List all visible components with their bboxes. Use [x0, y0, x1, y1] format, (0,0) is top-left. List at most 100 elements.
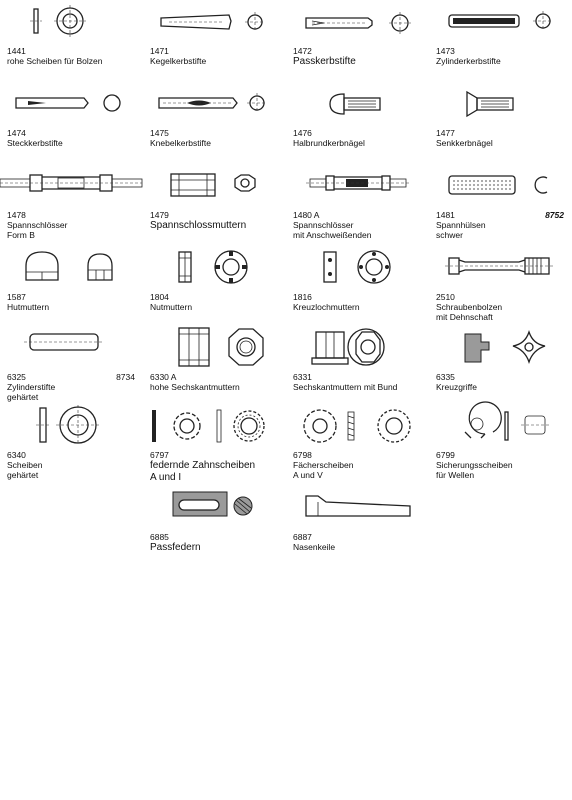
star-knob-icon	[464, 329, 546, 365]
part-extra-number: 8752	[545, 210, 564, 220]
part-number: 1478	[7, 210, 26, 220]
part-1475: 1475 Knebelkerbstifte	[143, 82, 286, 162]
part-number: 6325	[7, 372, 26, 382]
part-number: 6797	[150, 450, 169, 460]
part-number: 1480 A	[293, 210, 320, 220]
washer-icon	[30, 5, 86, 37]
turnbuckle-nut-icon	[170, 173, 256, 197]
cylindrical-grooved-pin-icon	[448, 11, 553, 31]
slotted-round-nut-icon	[178, 250, 248, 284]
part-1804: 1804 Nutmuttern	[143, 246, 286, 326]
cap-nut-icon	[25, 251, 113, 281]
part-number: 6335	[436, 372, 455, 382]
part-1441: 1441 rohe Scheiben für Bolzen	[0, 0, 143, 80]
high-hex-nut-icon	[178, 327, 264, 367]
part-number: 1472	[293, 46, 312, 56]
part-6330A: 6330 A hohe Sechskantmuttern	[143, 326, 286, 406]
retaining-washer-icon	[464, 401, 549, 441]
part-name: Knebelkerbstifte	[150, 138, 211, 148]
round-head-grooved-nail-icon	[329, 93, 381, 115]
part-1816: 1816 Kreuzlochmuttern	[286, 246, 429, 326]
toothed-lock-washer-icon	[152, 409, 265, 443]
plug-grooved-pin-icon	[15, 94, 121, 112]
part-1587: 1587 Hutmuttern	[0, 246, 143, 326]
part-name: Hutmuttern	[7, 302, 50, 312]
part-number: 1477	[436, 128, 455, 138]
part-number: 1481	[436, 210, 455, 220]
part-1473: 1473 Zylinderkerbstifte	[429, 0, 572, 80]
part-1479: 1479 Spannschlossmuttern	[143, 164, 286, 244]
reduced-shank-bolt-icon	[445, 257, 553, 275]
part-6885: 6885 Passfedern	[143, 486, 286, 566]
turnbuckle-weld-ends-icon	[306, 175, 410, 191]
turnbuckle-icon	[0, 174, 143, 192]
part-name: Nasenkeile	[293, 542, 336, 552]
part-number: 1476	[293, 128, 312, 138]
part-number: 2510	[436, 292, 455, 302]
part-name: Spannschlossmuttern	[150, 220, 247, 231]
part-number: 1474	[7, 128, 26, 138]
cross-hole-nut-icon	[323, 250, 391, 284]
serrated-lock-washer-icon	[303, 409, 411, 443]
fitted-grooved-pin-icon	[305, 12, 411, 34]
part-6331: 6331 Sechskantmuttern mit Bund	[286, 326, 429, 406]
part-number: 6330 A	[150, 372, 177, 382]
part-name: Steckkerbstifte	[7, 138, 63, 148]
part-name: Kreuzgriffe	[436, 382, 477, 392]
part-number: 1804	[150, 292, 169, 302]
part-name: Passfedern	[150, 542, 201, 553]
toggle-grooved-pin-icon	[158, 93, 267, 113]
part-number: 1475	[150, 128, 169, 138]
part-1472: 1472 Passkerbstifte	[286, 0, 429, 80]
part-number: 6885	[150, 532, 169, 542]
part-extra-number: 8734	[116, 372, 135, 382]
part-name: rohe Scheiben für Bolzen	[7, 56, 103, 66]
part-name: Passkerbstifte	[293, 56, 356, 67]
part-number: 1587	[7, 292, 26, 302]
part-number: 1816	[293, 292, 312, 302]
gib-head-key-icon	[305, 495, 411, 517]
part-number: 1441	[7, 46, 26, 56]
part-number: 6340	[7, 450, 26, 460]
part-number: 6331	[293, 372, 312, 382]
part-number: 1471	[150, 46, 169, 56]
dowel-pin-icon	[24, 333, 104, 351]
part-name: hohe Sechskantmuttern	[150, 382, 240, 392]
part-number: 6887	[293, 532, 312, 542]
part-6887: 6887 Nasenkeile	[286, 486, 429, 566]
part-name: Nutmuttern	[150, 302, 193, 312]
part-name: Senkkerbnägel	[436, 138, 493, 148]
part-1471: 1471 Kegelkerbstifte	[143, 0, 286, 80]
countersunk-grooved-nail-icon	[466, 90, 514, 118]
part-number: 1473	[436, 46, 455, 56]
hardened-washer-icon	[36, 405, 100, 445]
part-name: Halbrundkerbnägel	[293, 138, 365, 148]
part-name: Kegelkerbstifte	[150, 56, 207, 66]
parallel-key-icon	[172, 491, 253, 517]
part-1474: 1474 Steckkerbstifte	[0, 82, 143, 162]
part-1476: 1476 Halbrundkerbnägel	[286, 82, 429, 162]
part-6335: 6335 Kreuzgriffe	[429, 326, 572, 406]
part-1477: 1477 Senkkerbnägel	[429, 82, 572, 162]
part-number: 1479	[150, 210, 169, 220]
part-name: Zylinderkerbstifte	[436, 56, 501, 66]
part-number: 6798	[293, 450, 312, 460]
